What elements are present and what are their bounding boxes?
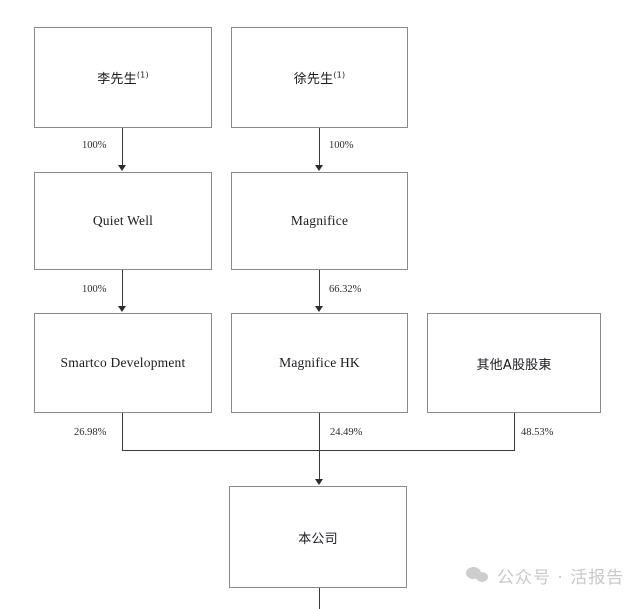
edge-label-smartco-company: 26.98% xyxy=(74,427,107,438)
node-li-xiansheng[interactable]: 李先生(1) xyxy=(34,27,212,128)
wechat-icon xyxy=(466,567,490,584)
node-label: Smartco Development xyxy=(60,355,186,370)
edge-label-li-quietwell: 100% xyxy=(82,140,107,151)
edge-company-downstream xyxy=(319,588,320,609)
edge-magnihk-to-company xyxy=(319,413,320,481)
edge-quietwell-to-smartco xyxy=(122,270,123,307)
node-smartco-development[interactable]: Smartco Development xyxy=(34,313,212,413)
node-other-a-share-holders[interactable]: 其他A股股東 xyxy=(427,313,601,413)
edge-xu-to-magnifice xyxy=(319,128,320,166)
edge-li-to-quietwell xyxy=(122,128,123,166)
arrow-head-icon xyxy=(315,479,323,485)
arrow-head-icon xyxy=(315,306,323,312)
node-magnifice[interactable]: Magnifice xyxy=(231,172,408,270)
node-label: 其他A股股東 xyxy=(476,357,552,373)
watermark-text: 公众号 · 活报告 xyxy=(497,568,625,588)
edge-smartco-drop xyxy=(122,413,123,451)
edge-label-quietwell-smartco: 100% xyxy=(82,284,107,295)
watermark: 公众号 · 活报告 xyxy=(466,563,624,588)
node-xu-xiansheng[interactable]: 徐先生(1) xyxy=(231,27,408,128)
node-label: Quiet Well xyxy=(92,213,154,228)
node-label: Magnifice xyxy=(290,213,349,228)
node-label: Magnifice HK xyxy=(279,355,360,370)
node-quiet-well[interactable]: Quiet Well xyxy=(34,172,212,270)
edge-label-othera-company: 48.53% xyxy=(521,427,554,438)
node-magnifice-hk[interactable]: Magnifice HK xyxy=(231,313,408,413)
arrow-head-icon xyxy=(118,165,126,171)
node-the-company[interactable]: 本公司 xyxy=(229,486,407,588)
edge-othera-drop xyxy=(514,413,515,451)
arrow-head-icon xyxy=(315,165,323,171)
edge-label-magnihk-company: 24.49% xyxy=(330,427,363,438)
edge-merge-bus xyxy=(122,450,515,451)
node-label: 徐先生(1) xyxy=(293,70,346,87)
node-label: 李先生(1) xyxy=(97,70,149,87)
edge-label-xu-magnifice: 100% xyxy=(329,140,354,151)
node-label: 本公司 xyxy=(298,531,338,547)
edge-label-magnifice-magnihk: 66.32% xyxy=(329,284,362,295)
arrow-head-icon xyxy=(118,306,126,312)
edge-magnifice-to-magnihk xyxy=(319,270,320,307)
